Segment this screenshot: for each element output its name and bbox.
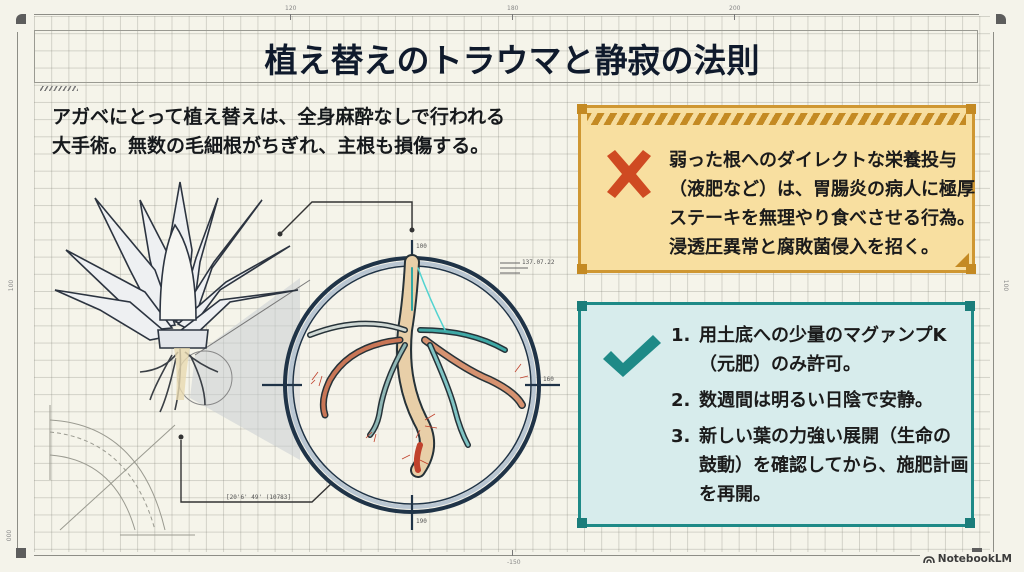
box-corner: [577, 264, 587, 274]
ruler-label: 180: [507, 5, 519, 12]
ruler-bottom: [34, 555, 979, 556]
item-number: 1.: [671, 325, 691, 346]
agave-plant-drawing: [54, 181, 299, 349]
item-line: 新しい葉の力強い展開（生命の: [699, 426, 951, 447]
ruler-tick: [734, 14, 735, 20]
warning-line: ステーキを無理やり食べさせる行為。: [669, 208, 975, 229]
title-frame: [34, 30, 978, 83]
recommendation-list: 1. 用土底への少量のマグァンプK （元肥）のみ許可。 2. 数週間は明るい日陰…: [671, 321, 971, 516]
intro-line: 大手術。無数の毛細根がちぎれ、主根も損傷する。: [52, 135, 490, 157]
corner-marker: [996, 14, 1006, 24]
box-corner: [966, 104, 976, 114]
warning-text: 弱った根へのダイレクトな栄養投与 （液肥など）は、胃腸炎の病人に極厚 ステーキを…: [669, 146, 979, 262]
marker-right-label: 160: [543, 376, 554, 383]
item-line: （元肥）のみ許可。: [699, 354, 861, 375]
item-line: 鼓動）を確認してから、施肥計画: [699, 455, 969, 476]
corner-marker: [16, 14, 26, 24]
list-item: 3. 新しい葉の力強い展開（生命の 鼓動）を確認してから、施肥計画 を再開。: [671, 422, 971, 509]
cross-icon: [607, 150, 651, 198]
intro-line: アガベにとって植え替えは、全身麻酔なしで行われる: [52, 106, 505, 128]
item-number: 3.: [671, 426, 691, 447]
broken-root-hairs: [310, 363, 529, 465]
checkmark-icon: [603, 335, 661, 377]
box-corner: [965, 518, 975, 528]
magnified-roots: [307, 254, 526, 478]
warning-line: （液肥など）は、胃腸炎の病人に極厚: [669, 179, 975, 200]
leader-lines: [180, 201, 413, 503]
corner-marker: [16, 548, 26, 558]
hazard-stripes: [587, 113, 966, 125]
ruler-tick: [512, 550, 513, 556]
corner-triangle: [955, 253, 969, 267]
list-item: 2. 数週間は明るい日陰で安静。: [671, 386, 971, 415]
box-corner: [965, 301, 975, 311]
ruler-tick: [290, 14, 291, 20]
top-right-note: 137.07.22: [522, 259, 555, 266]
page-title: 植え替えのトラウマと静寂の法則: [264, 41, 760, 80]
warning-line: 弱った根へのダイレクトな栄養投与: [669, 150, 957, 171]
notebooklm-logo-icon: [922, 555, 935, 563]
box-corner: [966, 264, 976, 274]
watermark: NotebookLM: [919, 552, 1015, 566]
coordinates-label: [20'6' 49' (10783]: [226, 494, 292, 501]
ruler-left: [17, 32, 18, 552]
item-line: を再開。: [699, 484, 771, 505]
warning-box: 弱った根へのダイレクトな栄養投与 （液肥など）は、胃腸炎の病人に極厚 ステーキを…: [577, 104, 976, 274]
box-corner: [577, 301, 587, 311]
item-line: 用土底への少量のマグァンプK: [699, 325, 947, 346]
box-corner: [577, 104, 587, 114]
box-corner: [577, 518, 587, 528]
list-item: 1. 用土底への少量のマグァンプK （元肥）のみ許可。: [671, 321, 971, 379]
warning-line: 浸透圧異常と腐敗菌侵入を招く。: [669, 237, 939, 258]
protractor-drawing: [49, 405, 195, 536]
ruler-tick: [512, 14, 513, 20]
intro-paragraph: アガベにとって植え替えは、全身麻酔なしで行われる 大手術。無数の毛細根がちぎれ、…: [52, 103, 532, 161]
ruler-right: [993, 32, 994, 552]
ruler-label: -150: [507, 559, 521, 566]
marker-top-label: 100: [416, 243, 427, 250]
ruler-label: 120: [285, 5, 297, 12]
item-line: 数週間は明るい日陰で安静。: [699, 390, 933, 411]
watermark-text: NotebookLM: [937, 553, 1012, 565]
item-number: 2.: [671, 390, 691, 411]
recommendation-box: 1. 用土底への少量のマグァンプK （元肥）のみ許可。 2. 数週間は明るい日陰…: [577, 301, 975, 528]
ruler-top: [34, 14, 979, 15]
note-lines: [500, 262, 528, 274]
hatch-decoration: [40, 86, 78, 91]
marker-bottom-label: 190: [416, 518, 427, 525]
magnification-cone: [190, 278, 300, 460]
ruler-label: 200: [729, 5, 741, 12]
